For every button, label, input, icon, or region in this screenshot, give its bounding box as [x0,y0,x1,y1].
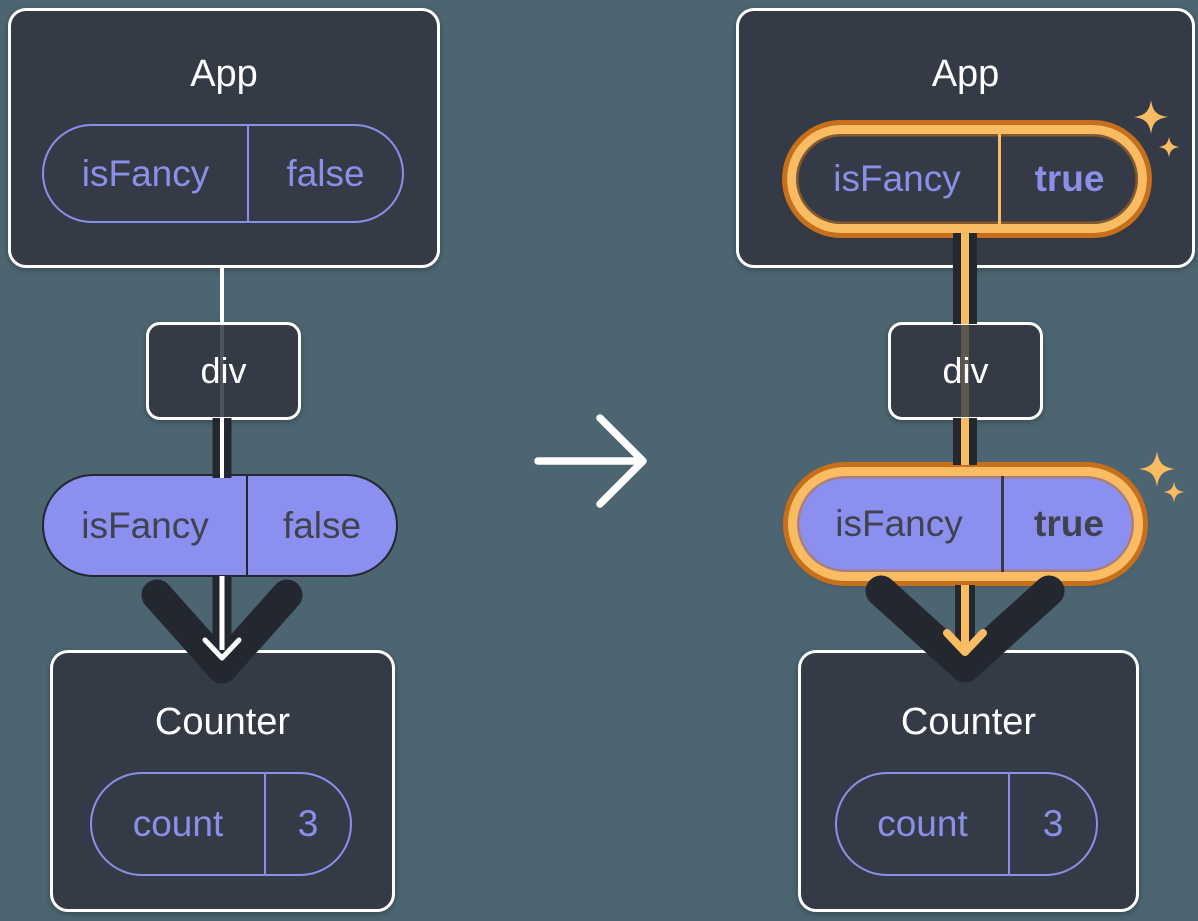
pill-key: isFancy [833,158,961,199]
prop-pill-isfancy: isFancy false [42,124,404,223]
state-pill-count: count 3 [835,772,1098,876]
pill-key: count [877,803,968,844]
pill-value: 3 [264,774,350,874]
counter-card-title: Counter [154,701,291,743]
div-node: div [888,322,1043,420]
arrow-head [596,414,647,508]
div-node-label: div [942,350,989,391]
app-card-title: App [931,53,1000,95]
sparkle-icon [1139,451,1175,487]
pill-value: false [247,126,402,221]
pill-value: false [246,476,396,575]
pill-key: count [132,803,224,844]
state-pill-count: count 3 [90,772,352,876]
prop-pill-isfancy-highlighted: isFancy true [787,125,1147,233]
div-node-label: div [200,350,247,391]
pill-key: isFancy [81,504,209,546]
passed-prop-pill: isFancy false [42,474,398,577]
div-node: div [146,322,301,420]
pill-value: 3 [1008,774,1096,874]
pill-value: true [998,134,1138,224]
arrow-right-icon [534,414,647,508]
pill-key: isFancy [835,503,963,544]
prop-trace-line [219,325,224,417]
prop-trace-line [960,325,969,417]
counter-card-title: Counter [900,701,1037,743]
passed-prop-pill-highlighted: isFancy true [788,467,1143,581]
pill-key: isFancy [81,152,210,194]
sparkle-icon [1163,481,1185,503]
app-card-title: App [190,53,258,95]
pill-value: true [1001,476,1134,572]
